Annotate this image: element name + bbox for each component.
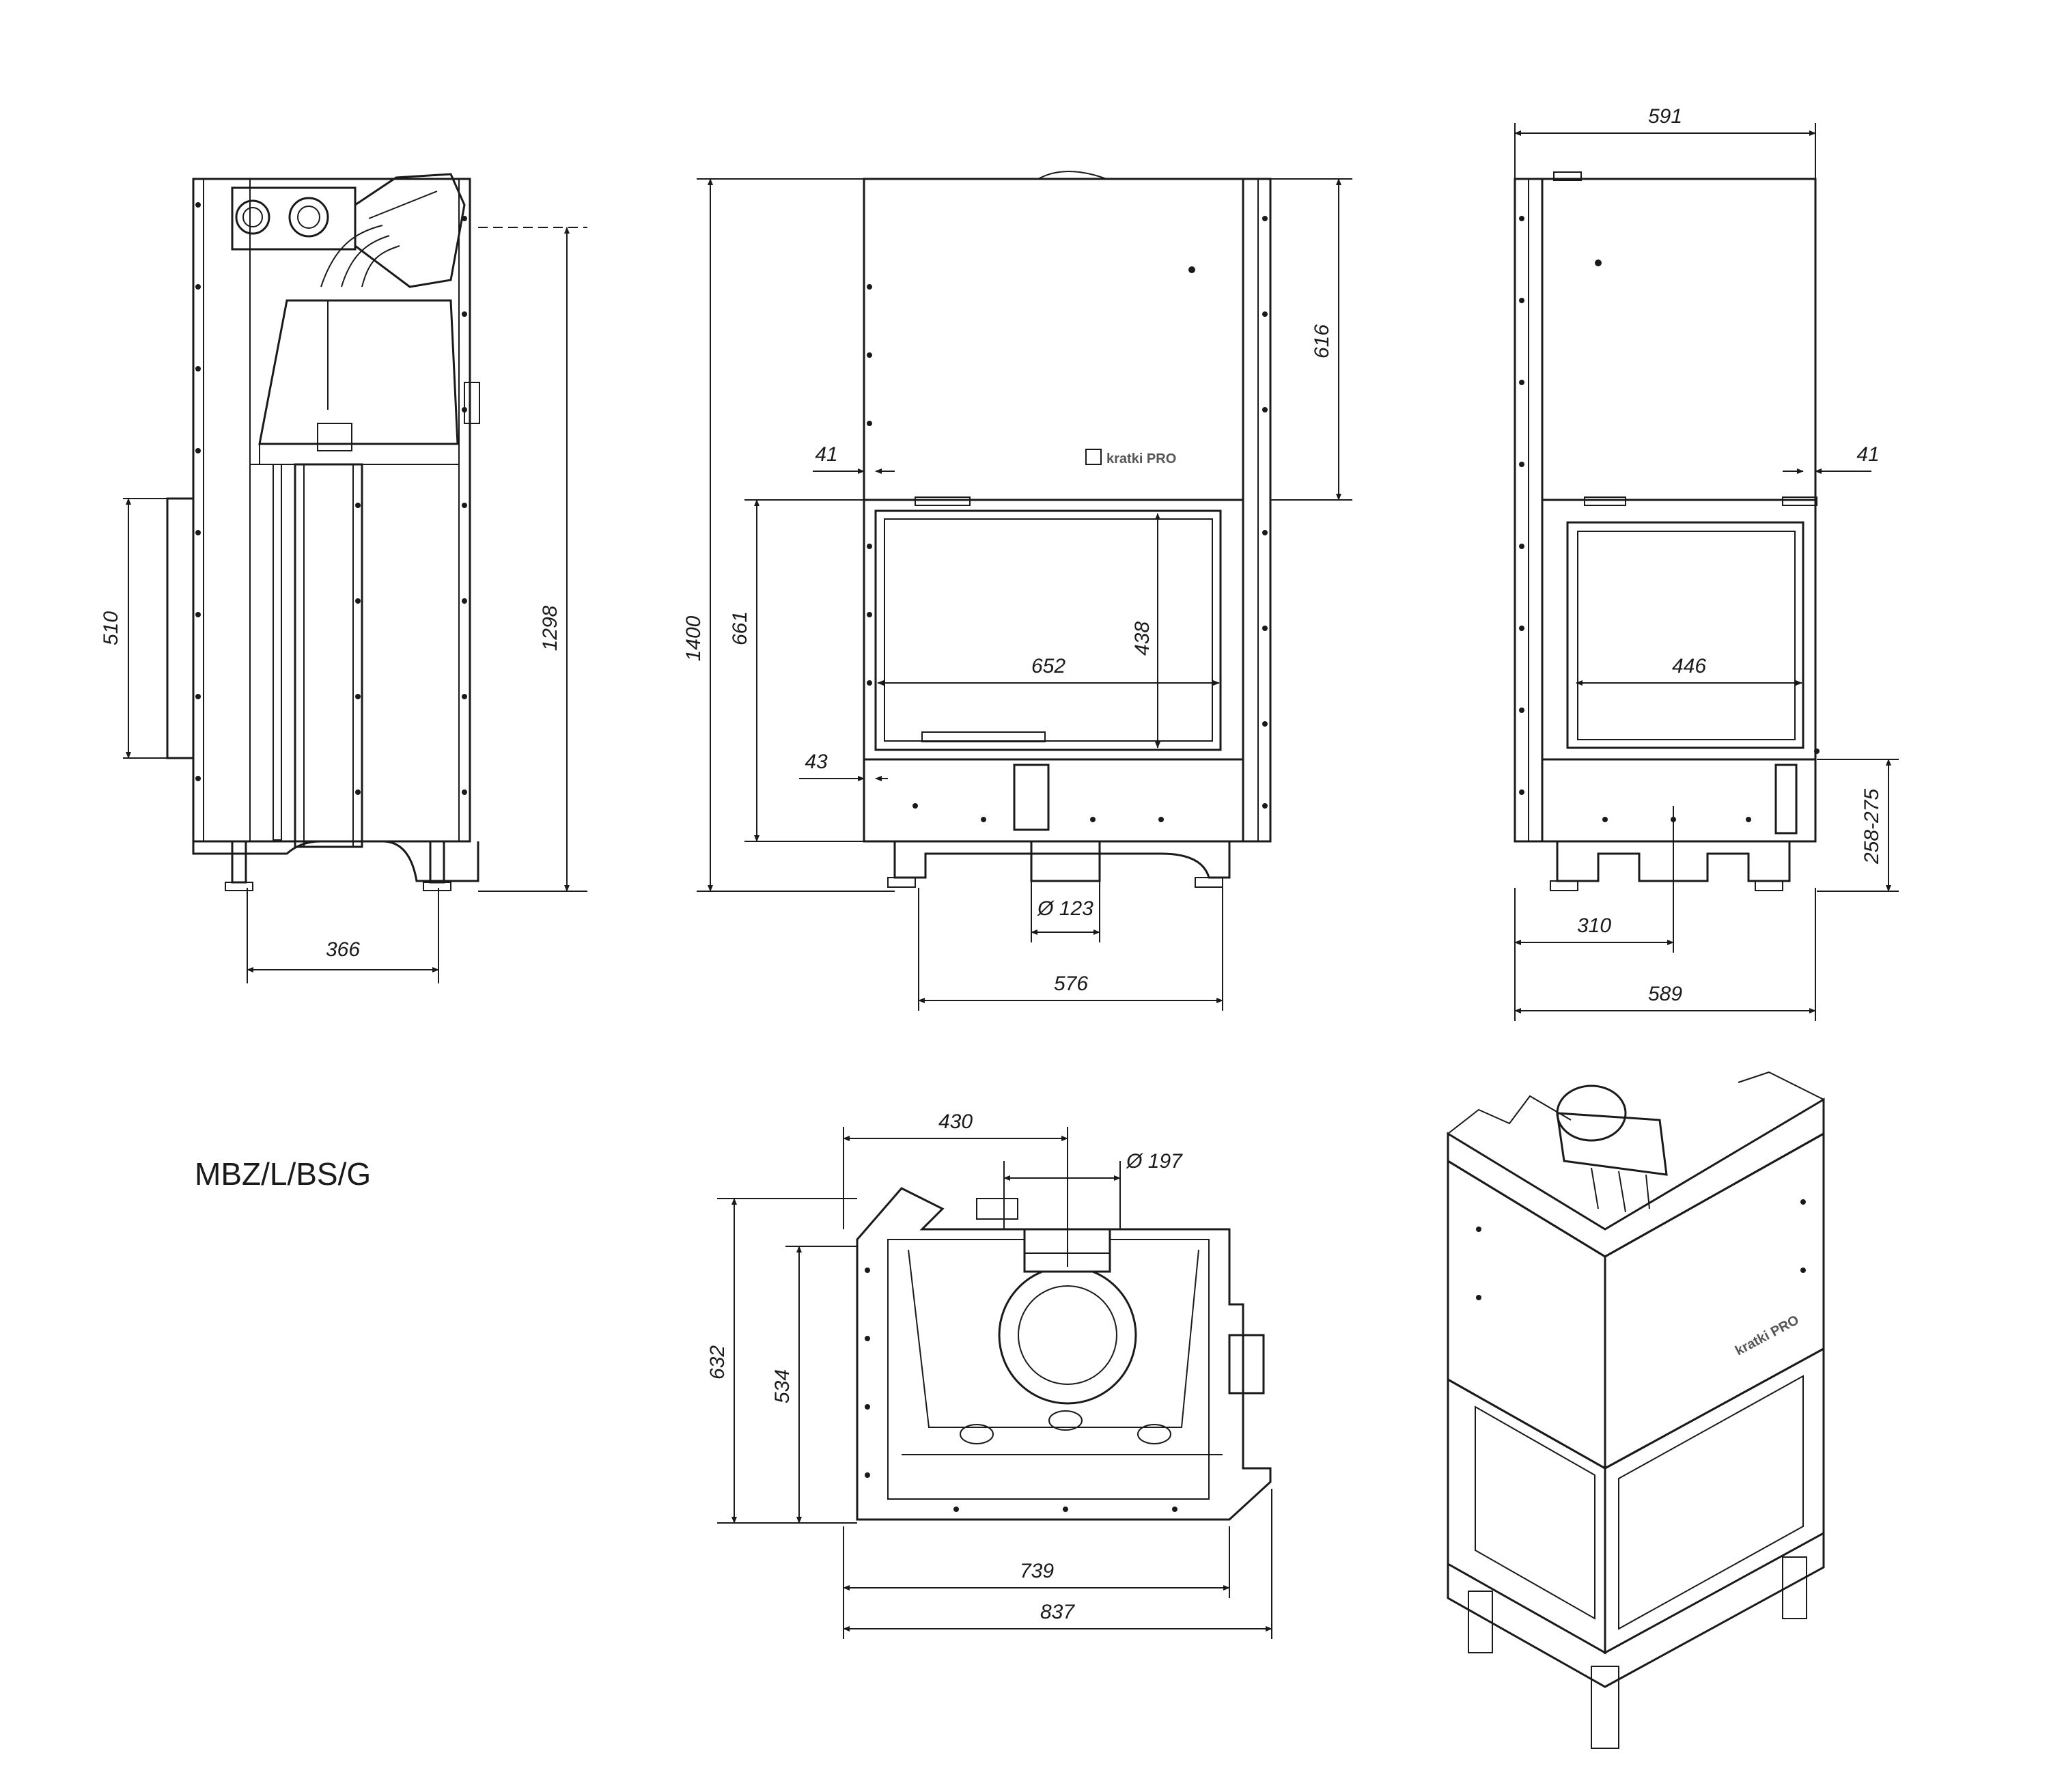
dim-front-bottom: 43 — [805, 751, 828, 773]
side-dimensions: 366 1298 510 — [100, 227, 587, 983]
dim-front-base: 576 — [1054, 972, 1088, 995]
front-dimensions: 1400 661 616 41 43 652 438 Ø 123 576 — [682, 178, 1352, 1011]
dim-right-glass: 446 — [1672, 655, 1706, 677]
front-view: kratki PRO — [863, 171, 1272, 888]
dim-glass-height: 438 — [1131, 621, 1154, 656]
side-view — [166, 173, 480, 891]
dim-right-leg: 258-275 — [1860, 789, 1883, 865]
dim-top-flue-diameter: Ø 197 — [1126, 1150, 1183, 1173]
dim-right-base: 589 — [1648, 983, 1682, 1005]
dim-top-flue-pos: 430 — [938, 1110, 973, 1133]
model-label: MBZ/L/BS/G — [195, 1156, 371, 1192]
dim-side-height: 1298 — [539, 605, 561, 651]
right-view — [1514, 171, 1820, 891]
dim-front-door-height: 661 — [729, 611, 751, 645]
dim-right-offset: 41 — [1856, 443, 1879, 466]
dim-side-depth: 366 — [326, 938, 360, 961]
dim-top-depth: 632 — [706, 1345, 729, 1380]
dim-glass-width: 652 — [1031, 655, 1065, 677]
top-view — [856, 1187, 1272, 1521]
dim-right-flue: 310 — [1577, 914, 1611, 937]
dim-top-total-width: 837 — [1040, 1601, 1075, 1623]
dim-right-top: 591 — [1648, 105, 1682, 128]
dim-side-door: 510 — [100, 611, 122, 645]
right-dimensions: 591 41 446 258-275 310 589 — [1514, 105, 1899, 1021]
dim-top-inner-width: 739 — [1020, 1560, 1054, 1582]
dim-top-inner-depth: 534 — [771, 1369, 794, 1403]
dim-flue-outlet: Ø 123 — [1037, 897, 1093, 920]
dim-front-height: 1400 — [682, 615, 705, 661]
dim-front-upper: 616 — [1311, 324, 1333, 359]
brand-logo-front: kratki PRO — [1085, 449, 1176, 466]
isometric-view: kratki PRO — [1447, 1071, 1825, 1749]
top-dimensions: 430 Ø 197 632 534 739 837 — [706, 1110, 1272, 1639]
brand-logo-iso: kratki PRO — [1733, 1313, 1802, 1358]
svg-text:kratki PRO: kratki PRO — [1106, 451, 1176, 466]
svg-text:kratki PRO: kratki PRO — [1733, 1313, 1802, 1358]
dim-front-offset: 41 — [815, 443, 837, 466]
